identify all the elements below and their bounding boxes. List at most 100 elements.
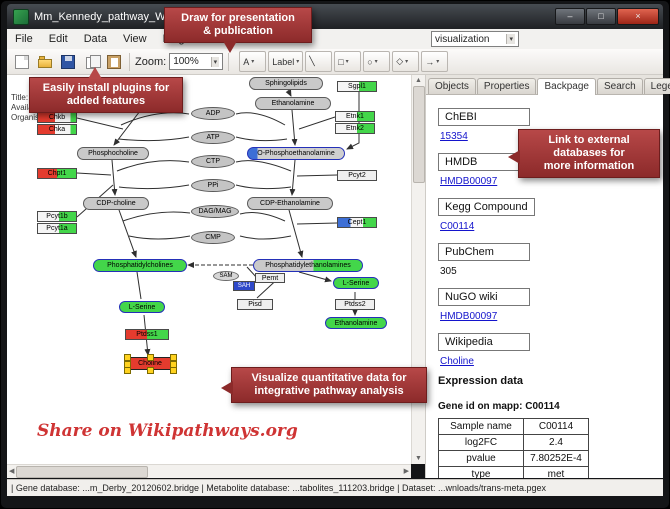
tab-properties[interactable]: Properties (476, 78, 537, 94)
db-value-chebi[interactable]: 15354 (440, 131, 468, 142)
selection-handle[interactable] (147, 367, 154, 374)
pathway-edge[interactable] (296, 174, 338, 177)
db-value-wikipedia[interactable]: Choline (440, 356, 474, 367)
node-chka[interactable]: Chka (37, 124, 77, 135)
open-button[interactable] (35, 52, 55, 72)
node-cept1[interactable]: Cept1 (337, 217, 377, 228)
menu-view[interactable]: View (122, 33, 147, 45)
pathway-edge[interactable] (239, 235, 292, 240)
node-cmp[interactable]: CMP (191, 231, 235, 244)
pathway-edge[interactable] (298, 116, 336, 130)
node-adp[interactable]: ADP (191, 107, 235, 120)
node-o-phosphoethanolamine[interactable]: O-Phosphoethanolamine (247, 147, 345, 160)
node-l-serine[interactable]: L-Serine (333, 277, 379, 289)
node-cdp-ethanolamine[interactable]: CDP-Ethanolamine (247, 197, 333, 210)
node-l-serine[interactable]: L-Serine (119, 301, 165, 313)
db-value-kegg-compound[interactable]: C00114 (440, 221, 475, 232)
db-value-hmdb[interactable]: HMDB00097 (440, 176, 498, 187)
node-chkb[interactable]: Chkb (37, 112, 77, 123)
selection-handle[interactable] (170, 367, 177, 374)
pathway-edge[interactable] (235, 184, 292, 190)
scroll-down-icon[interactable]: ▼ (415, 455, 422, 462)
pathway-edge[interactable] (122, 211, 191, 222)
rectangle-tool-button[interactable]: □▾ (334, 51, 362, 72)
node-phosphocholine[interactable]: Phosphocholine (77, 147, 149, 160)
menu-edit[interactable]: Edit (48, 33, 68, 45)
line-tool-button[interactable]: ╲ (305, 51, 333, 72)
pathway-edge[interactable] (289, 159, 296, 196)
pathway-edge[interactable] (128, 235, 191, 240)
pathway-edge[interactable] (235, 112, 286, 126)
node-etnk2[interactable]: Etnk2 (335, 123, 375, 134)
pathway-edge[interactable] (76, 117, 124, 130)
tab-backpage[interactable]: Backpage (537, 78, 596, 95)
node-sam[interactable]: SAM (213, 271, 239, 281)
scroll-left-icon[interactable]: ◀ (9, 468, 15, 475)
node-pcyt2[interactable]: Pcyt2 (337, 170, 377, 181)
selection-handle[interactable] (147, 354, 154, 361)
scrollbar-thumb[interactable] (16, 465, 149, 478)
node-pemt[interactable]: Pemt (255, 273, 285, 283)
shape-tool-button[interactable]: ◇▾ (392, 51, 420, 72)
node-atp[interactable]: ATP (191, 131, 235, 144)
node-phosphatidylcholines[interactable]: Phosphatidylcholines (93, 259, 187, 272)
node-pcyt1a[interactable]: Pcyt1a (37, 223, 77, 234)
pathway-edge[interactable] (113, 110, 141, 146)
pathway-edge[interactable] (235, 160, 292, 172)
pathway-edge[interactable] (296, 222, 338, 225)
tab-legend[interactable]: Legend (643, 78, 670, 94)
tab-search[interactable]: Search (596, 78, 643, 94)
node-pcyt1b[interactable]: Pcyt1b (37, 211, 77, 222)
node-ethanolamine[interactable]: Ethanolamine (255, 97, 331, 110)
pathway-edge[interactable] (235, 136, 288, 142)
title-bar[interactable]: Mm_Kennedy_pathway_WP1771_45176.gpml –□× (7, 4, 663, 29)
pathway-edge[interactable] (239, 212, 286, 222)
close-button[interactable]: × (617, 8, 659, 25)
maximize-button[interactable]: □ (586, 8, 616, 25)
pathway-edge[interactable] (346, 92, 360, 150)
zoom-select[interactable]: 100% ▾ (169, 53, 224, 70)
minimize-button[interactable]: – (555, 8, 585, 25)
label-tool-button[interactable]: Label▾ (268, 51, 304, 72)
canvas-vertical-scrollbar[interactable]: ▲ ▼ (411, 75, 425, 464)
node-ctp[interactable]: CTP (191, 155, 235, 168)
pathway-edge[interactable] (118, 136, 190, 142)
node-dag-mag[interactable]: DAG/MAG (191, 205, 239, 218)
node-sphingolipids[interactable]: Sphingolipids (249, 77, 323, 90)
pathway-edge[interactable] (298, 271, 332, 283)
node-cdp-choline[interactable]: CDP-choline (83, 197, 149, 210)
menu-file[interactable]: File (15, 33, 33, 45)
node-sah[interactable]: SAH (233, 281, 255, 291)
tab-objects[interactable]: Objects (428, 78, 476, 94)
pathway-edge[interactable] (288, 209, 304, 258)
pathway-edge[interactable] (111, 159, 118, 196)
save-button[interactable] (58, 52, 78, 72)
scroll-right-icon[interactable]: ▶ (403, 468, 409, 475)
canvas-horizontal-scrollbar[interactable]: ◀ ▶ (7, 464, 411, 478)
scroll-up-icon[interactable]: ▲ (415, 77, 422, 84)
ellipse-tool-button[interactable]: ○▾ (363, 51, 391, 72)
node-phosphatidylethanolamines[interactable]: Phosphatidylethanolamines (253, 259, 363, 272)
node-etnk1[interactable]: Etnk1 (335, 111, 375, 122)
node-chpt1[interactable]: Chpt1 (37, 168, 77, 179)
pathway-edge[interactable] (118, 184, 190, 190)
font-tool-button[interactable]: A▾ (239, 51, 267, 72)
node-ptdss2[interactable]: Ptdss2 (335, 299, 375, 310)
node-ppi[interactable]: PPi (191, 179, 235, 192)
pathway-edge[interactable] (136, 271, 142, 300)
db-value-nugo-wiki[interactable]: HMDB00097 (440, 311, 498, 322)
visualization-select[interactable]: visualization ▾ (431, 31, 519, 47)
pathway-edge[interactable] (291, 109, 298, 146)
pathway-edge[interactable] (76, 172, 112, 176)
connector-tool-button[interactable]: →▾ (421, 51, 449, 72)
menu-data[interactable]: Data (83, 33, 107, 45)
pathway-edge[interactable] (120, 112, 190, 126)
paste-button[interactable] (104, 52, 124, 72)
node-ethanolamine[interactable]: Ethanolamine (325, 317, 387, 329)
node-ptdss1[interactable]: Ptdss1 (125, 329, 169, 340)
node-sgpl1[interactable]: Sgpl1 (337, 81, 377, 92)
scrollbar-thumb[interactable] (412, 86, 425, 183)
selection-handle[interactable] (124, 367, 131, 374)
pathway-edge[interactable] (118, 209, 137, 258)
